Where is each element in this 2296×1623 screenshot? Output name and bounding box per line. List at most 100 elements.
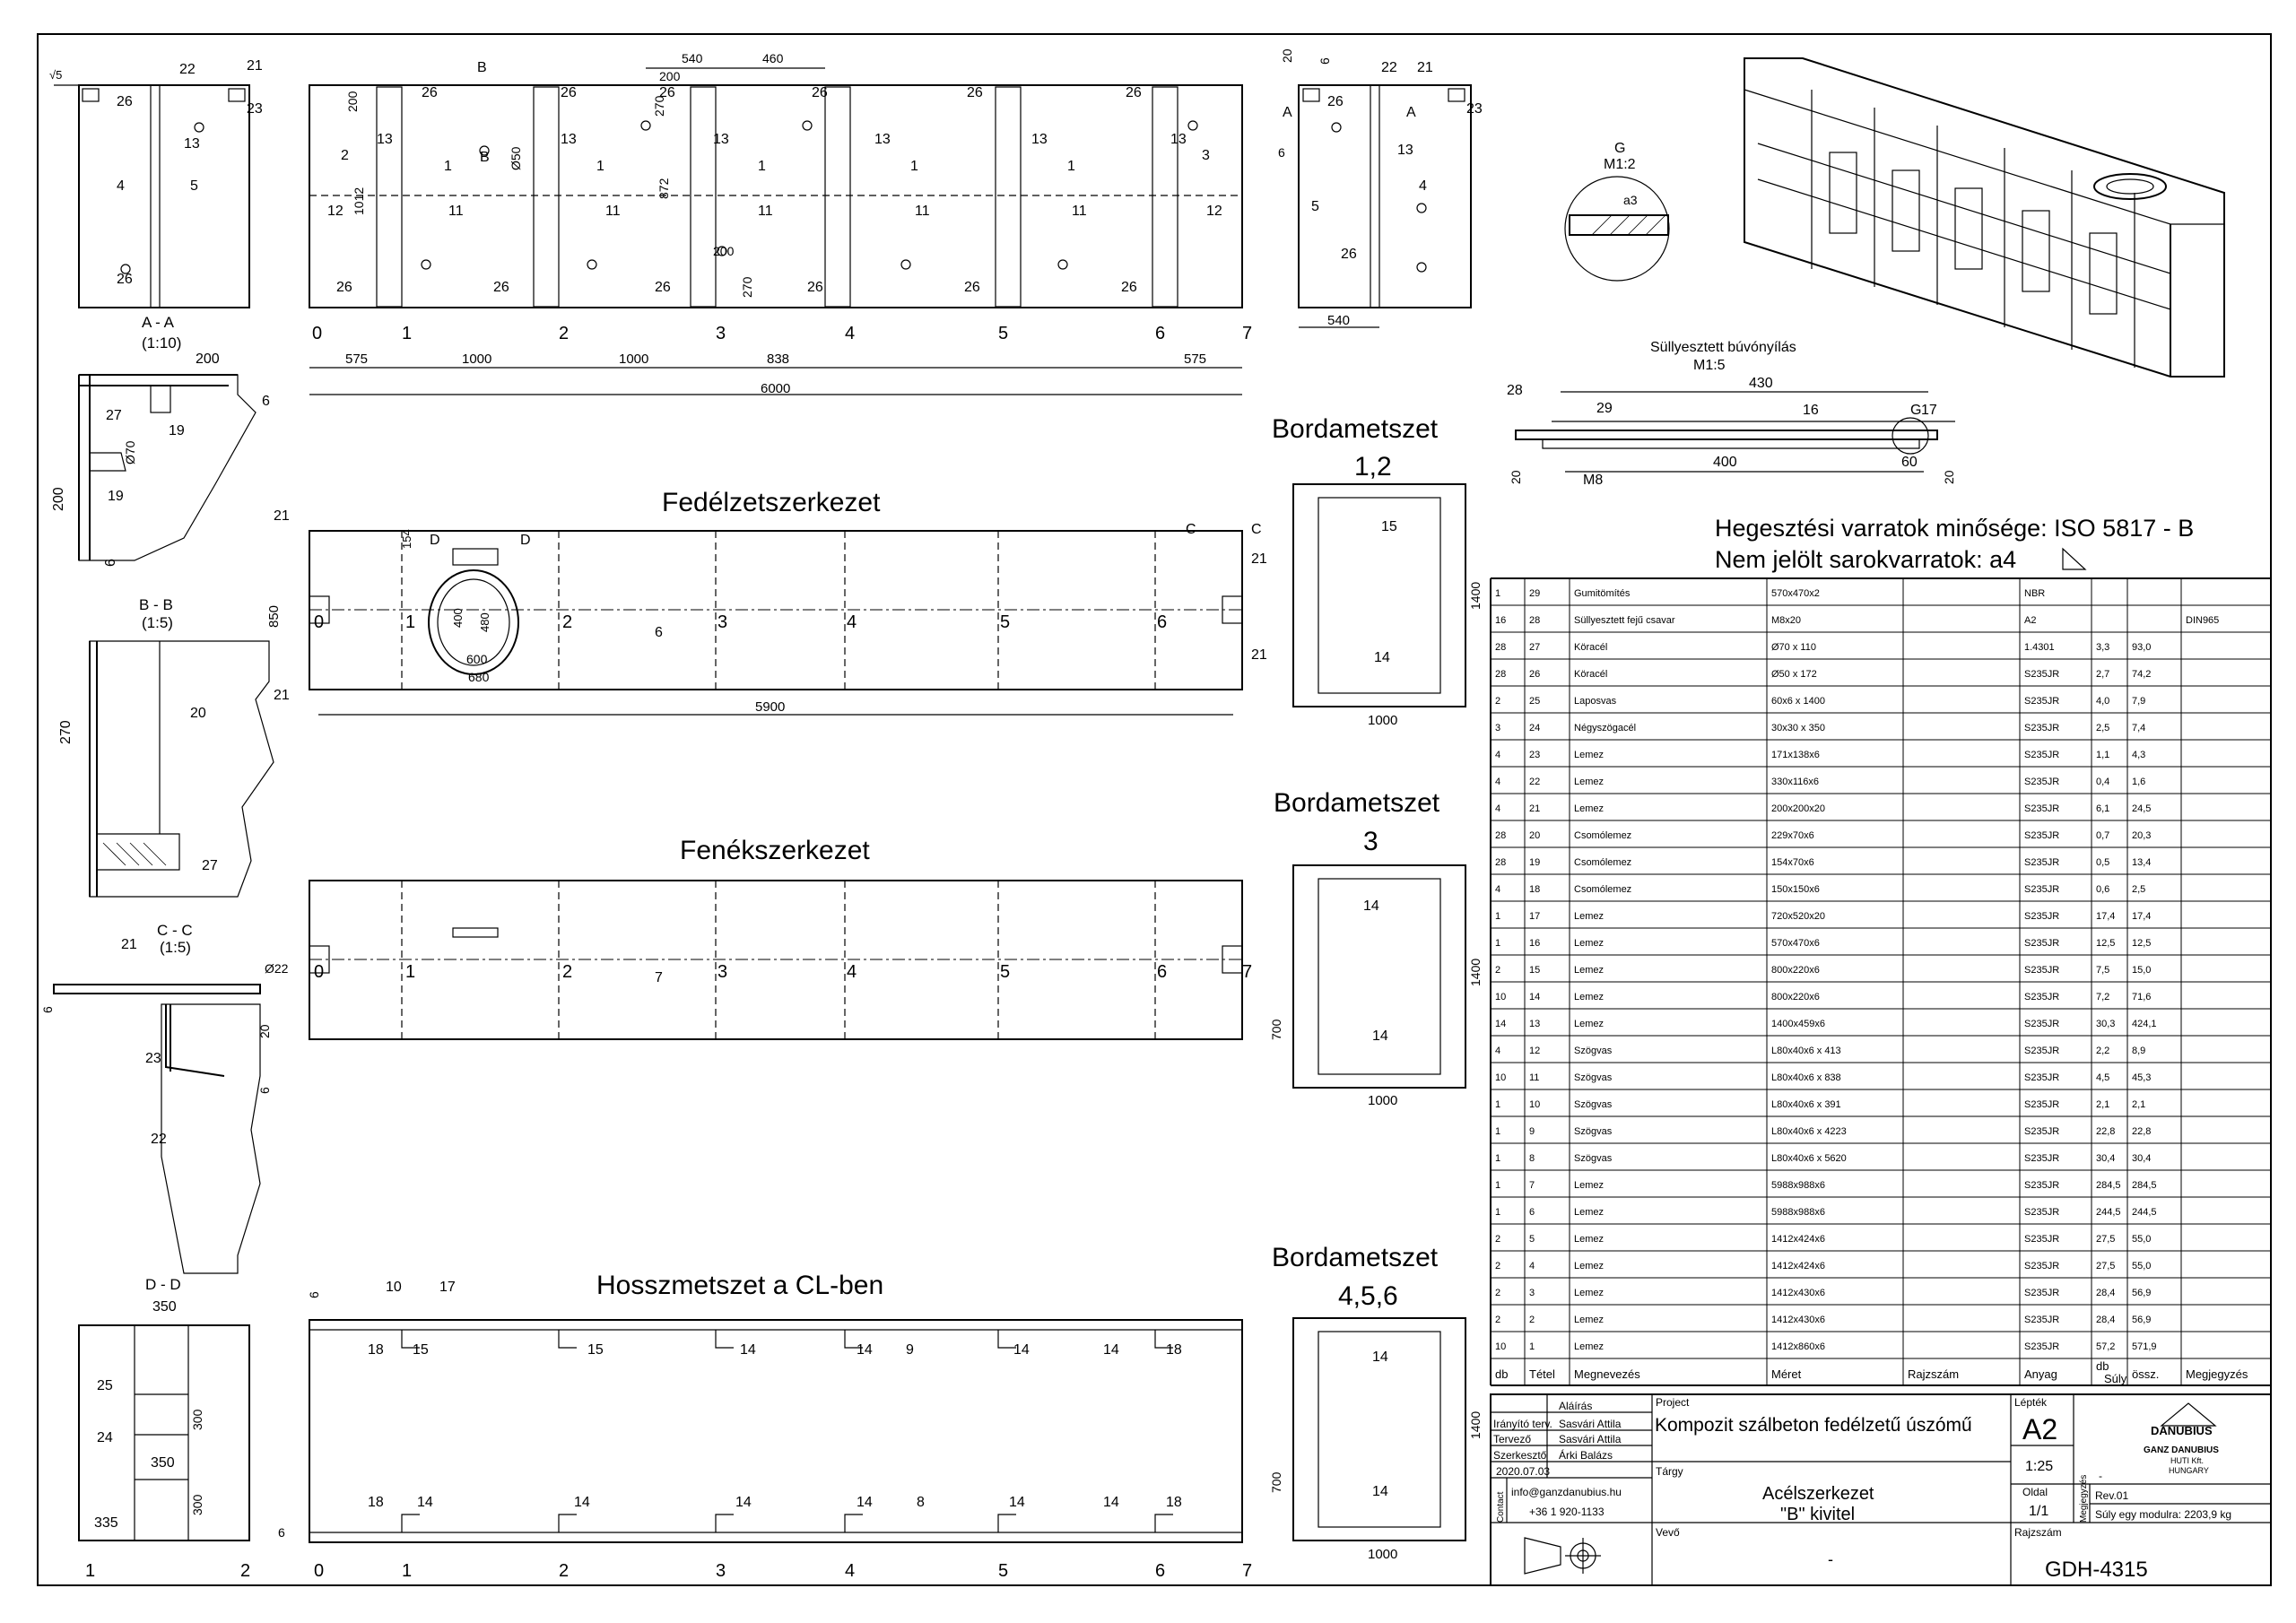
svg-text:26: 26 [336,280,352,295]
svg-text:6: 6 [40,1006,55,1013]
svg-text:21: 21 [1251,551,1267,567]
svg-text:Tervező: Tervező [1493,1433,1531,1445]
svg-text:Rajzszám: Rajzszám [2014,1526,2062,1539]
fillet-weld-note: Nem jelölt sarokvarratok: a4 [1715,546,2016,573]
bom-cell: S235JR [2024,1207,2059,1218]
svg-text:6: 6 [1157,612,1167,632]
svg-text:3: 3 [1363,827,1378,856]
bom-cell: Csomólemez [1574,884,1631,895]
svg-text:4: 4 [117,178,125,194]
bom-cell: S235JR [2024,1046,2059,1056]
bom-cell: 720x520x20 [1771,911,1825,922]
bom-cell: 10 [1495,992,1506,1002]
svg-text:26: 26 [1341,247,1357,262]
svg-text:Rev.01: Rev.01 [2095,1489,2128,1502]
bom-cell: 29 [1529,588,1540,599]
svg-text:335: 335 [94,1515,118,1531]
svg-text:Bordametszet: Bordametszet [1272,1243,1439,1272]
bom-cell: S235JR [2024,750,2059,760]
bottom-heading: Fenékszerkezet [680,836,870,865]
bom-cell: Csomólemez [1574,857,1631,868]
bom-cell: M8x20 [1771,615,1801,626]
svg-text:26: 26 [493,280,509,295]
longitudinal-heading: Hosszmetszet a CL-ben [596,1271,883,1300]
svg-text:0: 0 [314,962,324,982]
svg-text:680: 680 [468,670,490,684]
weld-quality-note: Hegesztési varratok minősége: ISO 5817 -… [1715,515,2194,542]
frame-section-1-2: Bordametszet 1,2 15 14 1000 1400 [1272,414,1483,728]
svg-text:200: 200 [196,352,220,367]
svg-text:270: 270 [740,276,754,298]
svg-text:Súly egy modulra: 2203,9 kg: Súly egy modulra: 2203,9 kg [2095,1508,2231,1521]
bom-cell: 2 [1495,1288,1500,1298]
svg-text:575: 575 [345,352,368,367]
bom-cell: 20,3 [2132,830,2151,841]
svg-text:4: 4 [1419,178,1427,194]
svg-text:Sasvári Attila: Sasvári Attila [1559,1433,1622,1445]
svg-text:13: 13 [561,132,577,147]
bom-cell: 27,5 [2096,1261,2115,1271]
bom-cell: 2 [1495,696,1500,707]
svg-text:26: 26 [659,85,675,100]
bom-cell: 19 [1529,857,1540,868]
svg-text:3: 3 [716,1561,726,1581]
bom-cell: 2,5 [2132,884,2145,895]
svg-text:M8: M8 [1583,473,1603,488]
svg-text:300: 300 [190,1409,204,1430]
svg-text:1:25: 1:25 [2025,1459,2053,1474]
bom-cell: S235JR [2024,884,2059,895]
svg-text:1000: 1000 [1368,1547,1397,1562]
svg-text:1400: 1400 [1468,959,1483,986]
bom-header-cell: Méret [1771,1367,1802,1381]
svg-text:2020.07.03: 2020.07.03 [1496,1465,1550,1478]
drawing-number: GDH-4315 [2045,1558,2148,1582]
bom-cell: 55,0 [2132,1234,2151,1245]
svg-text:26: 26 [117,94,133,109]
bom-cell: S235JR [2024,857,2059,868]
svg-text:19: 19 [108,489,124,504]
bom-cell: 2 [1495,1261,1500,1271]
bom-cell: 93,0 [2132,642,2151,653]
bom-cell: S235JR [2024,1261,2059,1271]
bom-cell: 28 [1495,642,1506,653]
svg-text:-: - [2099,1470,2102,1482]
bom-cell: DIN965 [2186,615,2219,626]
svg-text:1: 1 [758,159,766,174]
svg-text:7: 7 [1242,324,1252,343]
svg-text:154: 154 [400,529,413,549]
bom-cell: Lemez [1574,938,1604,949]
svg-text:1: 1 [405,962,415,982]
bom-cell: Köracél [1574,669,1607,680]
svg-text:HUNGARY: HUNGARY [2169,1466,2209,1475]
svg-text:400: 400 [451,608,465,628]
svg-text:18: 18 [368,1495,384,1510]
svg-text:D: D [430,533,440,548]
bom-cell: A2 [2024,615,2036,626]
bom-cell: Lemez [1574,803,1604,814]
bom-cell: 10 [1495,1072,1506,1083]
svg-text:6: 6 [1155,324,1165,343]
svg-text:15: 15 [1381,519,1397,534]
svg-text:4: 4 [845,324,855,343]
svg-text:0: 0 [312,324,322,343]
bom-cell: 15,0 [2132,965,2151,976]
bom-cell: 14 [1495,1019,1506,1029]
svg-text:460: 460 [762,51,784,65]
svg-text:2: 2 [562,612,572,632]
svg-text:C - C: C - C [157,922,193,939]
bom-cell: Laposvas [1574,696,1617,707]
svg-text:4: 4 [845,1561,855,1581]
bom-cell: Lemez [1574,1261,1604,1271]
bom-cell: 4 [1495,777,1500,787]
svg-text:M1:2: M1:2 [1604,157,1636,172]
bom-cell: 7,4 [2132,723,2145,733]
svg-text:29: 29 [1596,401,1613,416]
bom-cell: 2,2 [2096,1046,2109,1056]
bom-cell: Lemez [1574,1234,1604,1245]
bom-cell: Süllyesztett fejű csavar [1574,615,1675,626]
bom-cell: 14 [1529,992,1540,1002]
svg-text:5900: 5900 [755,699,785,715]
svg-text:5: 5 [1000,962,1010,982]
bom-cell: 24 [1529,723,1540,733]
bom-header-weight: Súly [2104,1372,2127,1385]
